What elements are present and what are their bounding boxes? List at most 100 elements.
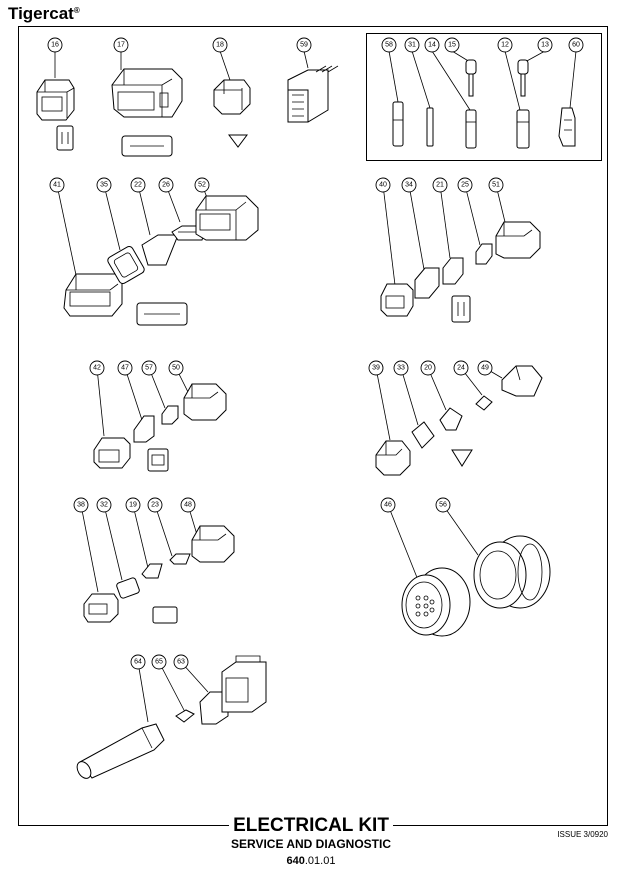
callout-14: 14 — [424, 37, 440, 53]
svg-text:31: 31 — [408, 42, 416, 49]
circular-connector-46 — [401, 567, 471, 637]
callout-18: 18 — [212, 37, 228, 53]
svg-text:56: 56 — [439, 502, 447, 509]
svg-text:60: 60 — [572, 42, 580, 49]
callout-48: 48 — [180, 497, 196, 513]
svg-text:63: 63 — [177, 659, 185, 666]
callout-49: 49 — [477, 360, 493, 376]
callout-bubbles: 16 17 18 59 58 31 14 15 12 13 60 41 35 2… — [47, 37, 584, 670]
callout-22: 22 — [130, 177, 146, 193]
callout-24: 24 — [453, 360, 469, 376]
svg-text:52: 52 — [198, 182, 206, 189]
callout-35: 35 — [96, 177, 112, 193]
svg-text:39: 39 — [372, 365, 380, 372]
callout-58: 58 — [381, 37, 397, 53]
terminal-60 — [558, 107, 576, 147]
terminal-31 — [426, 107, 434, 147]
connector-17 — [111, 68, 183, 157]
svg-text:17: 17 — [117, 42, 125, 49]
svg-text:34: 34 — [405, 182, 413, 189]
seal-35 — [107, 245, 145, 285]
connector-18 — [213, 79, 251, 148]
callout-51: 51 — [488, 177, 504, 193]
connector-48 — [191, 525, 235, 563]
callout-21: 21 — [432, 177, 448, 193]
shape-triangle — [451, 449, 473, 467]
svg-text:23: 23 — [151, 502, 159, 509]
callout-25: 25 — [457, 177, 473, 193]
seal-34 — [414, 267, 440, 299]
callout-47: 47 — [117, 360, 133, 376]
callout-52: 52 — [194, 177, 210, 193]
lock-24 — [475, 395, 493, 411]
callout-20: 20 — [420, 360, 436, 376]
callout-26: 26 — [158, 177, 174, 193]
svg-text:49: 49 — [481, 365, 489, 372]
callout-57: 57 — [141, 360, 157, 376]
lock-25 — [475, 243, 493, 265]
callout-50: 50 — [168, 360, 184, 376]
svg-text:32: 32 — [100, 502, 108, 509]
svg-text:13: 13 — [541, 42, 549, 49]
wedge-19 — [141, 563, 163, 579]
callout-38: 38 — [73, 497, 89, 513]
document-code: 640.01.01 — [286, 855, 336, 867]
callout-34: 34 — [401, 177, 417, 193]
svg-text:12: 12 — [501, 42, 509, 49]
svg-text:41: 41 — [53, 182, 61, 189]
svg-text:59: 59 — [300, 42, 308, 49]
connector-16 — [36, 79, 75, 151]
svg-text:15: 15 — [448, 42, 456, 49]
callout-13: 13 — [537, 37, 553, 53]
terminal-14-15 — [465, 59, 477, 149]
svg-text:24: 24 — [457, 365, 465, 372]
wedge-47 — [133, 415, 155, 443]
svg-text:21: 21 — [436, 182, 444, 189]
wedge-65 — [175, 709, 195, 723]
boot-64 — [76, 723, 165, 779]
svg-text:51: 51 — [492, 182, 500, 189]
wedge-22 — [141, 234, 179, 266]
callout-17: 17 — [113, 37, 129, 53]
lock-23 — [169, 553, 191, 565]
svg-text:25: 25 — [461, 182, 469, 189]
callout-15: 15 — [444, 37, 460, 53]
callout-41: 41 — [49, 177, 65, 193]
callout-64: 64 — [130, 654, 146, 670]
connector-59 — [287, 65, 339, 123]
svg-text:46: 46 — [384, 502, 392, 509]
wedge-20 — [439, 407, 463, 431]
lock-57 — [161, 405, 179, 425]
callout-65: 65 — [151, 654, 167, 670]
connector-41 — [63, 273, 188, 326]
wedge-21 — [442, 257, 464, 285]
svg-text:48: 48 — [184, 502, 192, 509]
page-subtitle: SERVICE AND DIAGNOSTIC — [230, 837, 392, 851]
callout-23: 23 — [147, 497, 163, 513]
connector-52 — [195, 195, 259, 241]
svg-text:38: 38 — [77, 502, 85, 509]
callout-59: 59 — [296, 37, 312, 53]
seal-33 — [411, 421, 435, 449]
callout-33: 33 — [393, 360, 409, 376]
svg-text:16: 16 — [51, 42, 59, 49]
brand-logo: Tigercat® — [8, 4, 80, 23]
issue-label: ISSUE 3/0920 — [557, 830, 608, 839]
callout-16: 16 — [47, 37, 63, 53]
svg-text:64: 64 — [134, 659, 142, 666]
connector-42 — [93, 437, 169, 472]
callout-42: 42 — [89, 360, 105, 376]
connector-40 — [380, 283, 471, 323]
terminal-58 — [392, 101, 404, 147]
svg-text:20: 20 — [424, 365, 432, 372]
callout-12: 12 — [497, 37, 513, 53]
connector-63 — [199, 655, 267, 725]
svg-text:14: 14 — [428, 42, 436, 49]
terminal-12-13 — [516, 59, 530, 149]
callout-31: 31 — [404, 37, 420, 53]
svg-text:47: 47 — [121, 365, 129, 372]
callout-56: 56 — [435, 497, 451, 513]
svg-text:18: 18 — [216, 42, 224, 49]
callout-19: 19 — [125, 497, 141, 513]
